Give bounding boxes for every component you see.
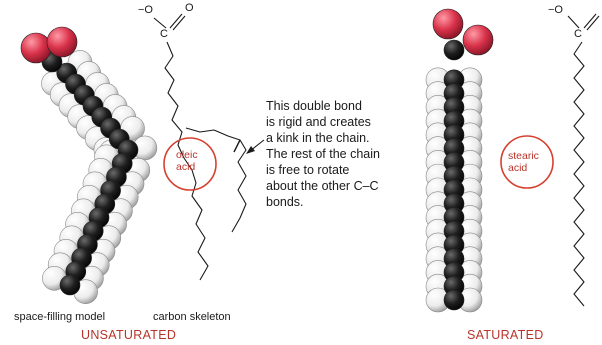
stearic-acid-label-line-2: acid [508, 162, 528, 174]
space-filling-model-caption: space-filling model [14, 311, 106, 323]
oleic-acid-label-line-2: acid [176, 161, 196, 173]
carbon-atom [443, 289, 465, 311]
oleic-acid-label-line-1: oleic [176, 149, 198, 161]
stearic-acid-label: stearic acid [508, 150, 539, 174]
oleic-acid-label: oleic acid [176, 149, 198, 173]
oleic-space-filling-model [20, 26, 158, 305]
carbon-skeleton-caption: carbon skeleton [153, 311, 231, 323]
carbon-atom [443, 39, 465, 61]
oleic-carbonyl-bond [169, 13, 183, 29]
annotation-line-7: bonds. [266, 195, 304, 209]
oleic-skeleton-oxygen: O [185, 2, 194, 14]
stearic-space-filling-model [425, 8, 494, 313]
stearic-carbonyl-bond-2 [586, 15, 600, 31]
oleic-top-bond [153, 17, 167, 29]
oleic-carbonyl-bond-2 [172, 15, 186, 31]
oleic-carbon-skeleton [164, 41, 209, 281]
annotation-line-6: about the other C–C [266, 179, 379, 193]
stearic-carbon-skeleton [573, 41, 585, 307]
oleic-skeleton-oxygen-minus: −O [138, 4, 153, 16]
stearic-skeleton-oxygen-minus: −O [548, 4, 563, 16]
annotation-line-1: This double bond [266, 99, 362, 113]
annotation-line-2: is rigid and creates [266, 115, 371, 129]
oxygen-atom [46, 26, 78, 58]
oleic-kink-double-bond [233, 139, 241, 153]
oleic-skeleton-carbon: C [160, 28, 168, 40]
stearic-skeleton-carbon: C [574, 28, 582, 40]
unsaturated-label: UNSATURATED [81, 328, 177, 342]
stearic-top-bond [567, 15, 580, 29]
annotation-line-4: The rest of the chain [266, 147, 380, 161]
double-bond-annotation: This double bond is rigid and creates a … [266, 98, 416, 210]
saturated-label: SATURATED [467, 328, 544, 342]
annotation-line-3: a kink in the chain. [266, 131, 370, 145]
oxygen-atom [20, 32, 52, 64]
double-bond-arrow [246, 139, 265, 154]
annotation-line-5: is free to rotate [266, 163, 350, 177]
stearic-acid-label-line-1: stearic [508, 150, 539, 162]
stearic-acid-circle [500, 135, 554, 189]
stearic-carbonyl-bond [583, 13, 597, 29]
oxygen-atom [462, 24, 494, 56]
oleic-kink-chain [185, 127, 247, 233]
carbon-atom [59, 274, 81, 296]
oxygen-atom [432, 8, 464, 40]
oleic-acid-circle [163, 137, 217, 191]
